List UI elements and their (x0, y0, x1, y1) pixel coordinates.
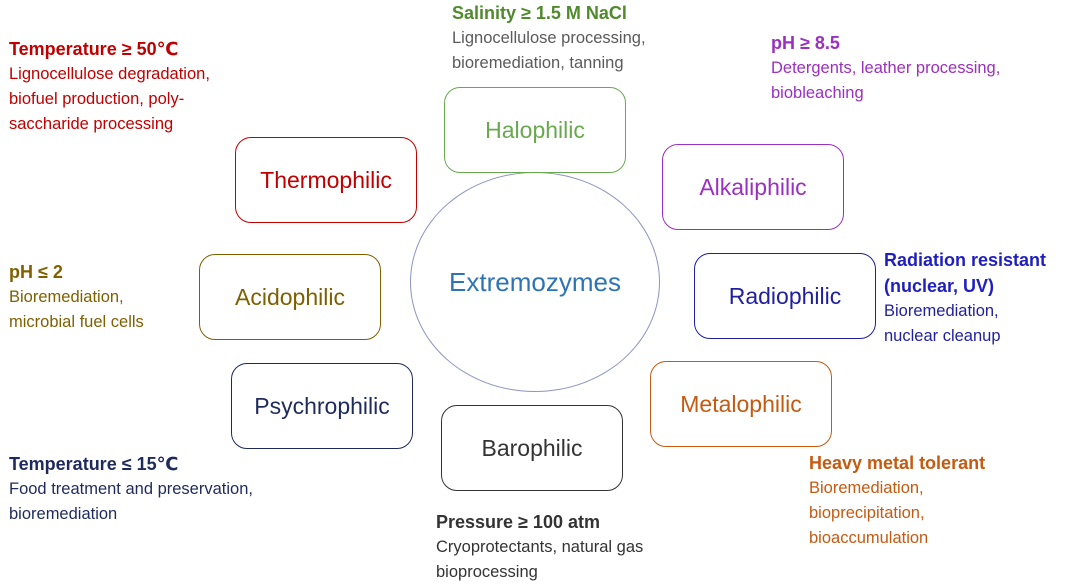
alkaliphilic-annotation: pH ≥ 8.5 Detergents, leather processing,… (771, 30, 1000, 106)
halophilic-label: Halophilic (485, 116, 585, 143)
acidophilic-annotation: pH ≤ 2 Bioremediation, microbial fuel ce… (9, 259, 144, 335)
barophilic-description: Cryoprotectants, natural gas bioprocessi… (436, 538, 644, 581)
acidophilic-label: Acidophilic (235, 283, 345, 310)
alkaliphilic-label: Alkaliphilic (699, 173, 807, 200)
halophilic-annotation: Salinity ≥ 1.5 M NaCl Lignocellulose pro… (452, 0, 646, 76)
radiophilic-box: Radiophilic (694, 253, 876, 339)
center-extremozymes-ellipse: Extremozymes (410, 172, 660, 392)
acidophilic-heading: pH ≤ 2 (9, 262, 63, 282)
barophilic-annotation: Pressure ≥ 100 atm Cryoprotectants, natu… (436, 509, 643, 585)
halophilic-heading: Salinity ≥ 1.5 M NaCl (452, 3, 627, 23)
radiophilic-label: Radiophilic (728, 282, 842, 309)
halophilic-description: Lignocellulose processing, bioremediatio… (452, 29, 646, 72)
psychrophilic-label: Psychrophilic (254, 392, 390, 419)
metalophilic-description: Bioremediation, bioprecipitation, bioacc… (809, 479, 929, 547)
psychrophilic-heading: Temperature ≤ 15℃ (9, 454, 179, 474)
psychrophilic-annotation: Temperature ≤ 15℃ Food treatment and pre… (9, 451, 253, 527)
psychrophilic-description: Food treatment and preservation, bioreme… (9, 480, 253, 523)
acidophilic-description: Bioremediation, microbial fuel cells (9, 288, 144, 331)
thermophilic-description: Lignocellulose degradation, biofuel prod… (9, 65, 210, 133)
thermophilic-box: Thermophilic (235, 137, 417, 223)
radiophilic-heading: Radiation resistant (nuclear, UV) (884, 250, 1047, 296)
thermophilic-label: Thermophilic (260, 166, 392, 193)
halophilic-box: Halophilic (444, 87, 626, 173)
alkaliphilic-box: Alkaliphilic (662, 144, 844, 230)
acidophilic-box: Acidophilic (199, 254, 381, 340)
psychrophilic-box: Psychrophilic (231, 363, 413, 449)
radiophilic-description: Bioremediation, nuclear cleanup (884, 302, 1001, 345)
thermophilic-heading: Temperature ≥ 50℃ (9, 39, 179, 59)
metalophilic-annotation: Heavy metal tolerant Bioremediation, bio… (809, 450, 985, 551)
radiophilic-annotation: Radiation resistant (nuclear, UV) Biorem… (884, 247, 1046, 349)
thermophilic-annotation: Temperature ≥ 50℃ Lignocellulose degrada… (9, 36, 210, 137)
barophilic-box: Barophilic (441, 405, 623, 491)
center-label: Extremozymes (449, 266, 621, 297)
metalophilic-label: Metalophilic (680, 390, 802, 417)
alkaliphilic-description: Detergents, leather processing, biobleac… (771, 59, 1001, 102)
alkaliphilic-heading: pH ≥ 8.5 (771, 33, 840, 53)
barophilic-heading: Pressure ≥ 100 atm (436, 512, 600, 532)
metalophilic-box: Metalophilic (650, 361, 832, 447)
barophilic-label: Barophilic (481, 434, 583, 461)
metalophilic-heading: Heavy metal tolerant (809, 453, 986, 473)
